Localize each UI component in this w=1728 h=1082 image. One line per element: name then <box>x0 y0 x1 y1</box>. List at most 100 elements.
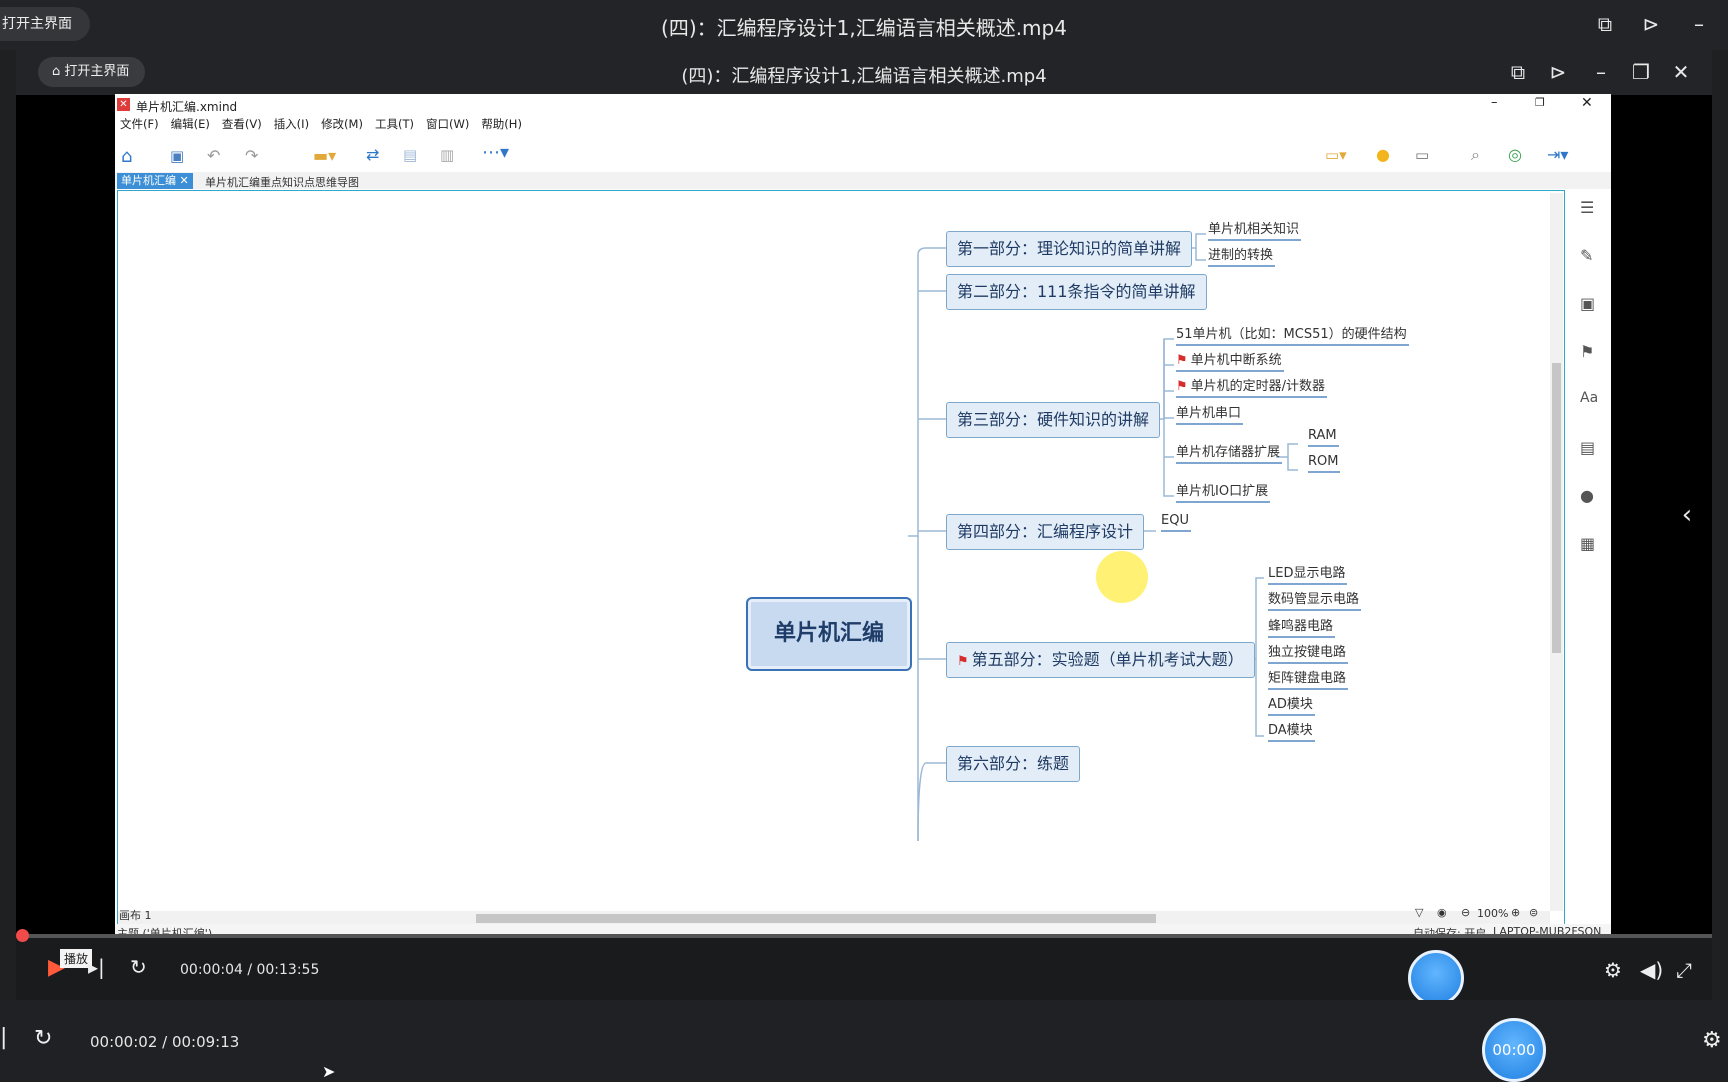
outline-view-icon[interactable]: ☰ <box>1580 198 1595 217</box>
menu-help[interactable]: 帮助(H) <box>481 117 522 131</box>
share-icon[interactable]: ◎ <box>1508 145 1522 164</box>
outer-home-button[interactable]: 打开主界面 <box>0 7 90 41</box>
inner-floating-button[interactable] <box>1408 950 1464 1006</box>
topic-part-5-label: 第五部分：实验题（单片机考试大题） <box>971 650 1244 669</box>
menu-file[interactable]: 文件(F) <box>120 117 159 131</box>
format-brush-icon[interactable]: ✎ <box>1580 246 1594 265</box>
play-tooltip: 播放 <box>60 949 93 968</box>
minimize-icon[interactable]: – <box>1694 12 1704 36</box>
menu-insert[interactable]: 插入(I) <box>273 117 310 131</box>
pin-icon[interactable]: ⊳ <box>1549 60 1567 84</box>
menu-tools[interactable]: 工具(T) <box>374 117 414 131</box>
subtopic[interactable]: AD模块 <box>1268 693 1315 716</box>
notes-icon[interactable]: ▤ <box>1580 438 1596 457</box>
menu-modify[interactable]: 修改(M) <box>321 117 363 131</box>
home-icon[interactable]: ⌂ <box>121 146 133 167</box>
loop-icon[interactable]: ↻ <box>130 955 147 979</box>
tab-sheet-2[interactable]: 单片机汇编重点知识点思维导图 <box>205 176 359 189</box>
horizontal-scrollbar[interactable] <box>118 911 1550 925</box>
subtopic[interactable]: 矩阵键盘电路 <box>1268 667 1349 690</box>
menu-view[interactable]: 查看(V) <box>221 117 262 131</box>
subtopic[interactable]: ROM <box>1308 454 1341 473</box>
subtopic[interactable]: 数码管显示电路 <box>1268 588 1362 611</box>
central-topic[interactable]: 单片机汇编 <box>746 597 912 671</box>
inner-progress-bar[interactable] <box>22 934 1712 938</box>
subtopic[interactable]: 进制的转换 <box>1208 244 1276 267</box>
topic-part-2[interactable]: 第二部分：111条指令的简单讲解 <box>946 274 1207 310</box>
volume-icon[interactable]: ◀) <box>1640 958 1664 982</box>
zoom-in-icon[interactable]: ⊕ <box>1511 906 1521 919</box>
subtopic[interactable]: EQU <box>1161 513 1191 532</box>
menu-edit[interactable]: 编辑(E) <box>170 117 210 131</box>
mindmap-canvas[interactable]: 单片机汇编 第一部分：理论知识的简单讲解 第二部分：111条指令的简单讲解 第三… <box>117 190 1565 927</box>
canvas-tab[interactable]: 画布 1 <box>119 909 152 922</box>
xmind-restore-icon[interactable]: ❐ <box>1535 96 1545 109</box>
red-flag-icon: ⚑ <box>1176 379 1188 394</box>
vertical-scrollbar-thumb[interactable] <box>1552 363 1561 653</box>
marker-flag-icon[interactable]: ⚑ <box>1580 342 1595 361</box>
summary-icon[interactable]: ▥ <box>440 146 455 164</box>
relationship-icon[interactable]: ⇄ <box>366 145 380 164</box>
topic-part-4[interactable]: 第四部分：汇编程序设计 <box>946 514 1145 550</box>
subtopic[interactable]: 51单片机（比如：MCS51）的硬件结构 <box>1176 323 1409 346</box>
next-icon[interactable]: ▸| <box>88 955 105 979</box>
settings-icon[interactable]: ⚙ <box>1702 1028 1722 1053</box>
fit-icon[interactable]: ⊜ <box>1529 906 1539 919</box>
pin-icon[interactable]: ⊳ <box>1642 12 1660 36</box>
topic-style-icon[interactable]: ▬▾ <box>313 146 337 165</box>
outline-icon[interactable]: ▭ <box>1415 146 1430 164</box>
inner-home-button[interactable]: ⌂ 打开主界面 <box>38 57 146 87</box>
comment-icon[interactable]: ● <box>1580 486 1594 505</box>
redo-icon[interactable]: ↷ <box>245 146 259 165</box>
subtopic[interactable]: 蜂鸣器电路 <box>1268 615 1336 638</box>
image-icon[interactable]: ▣ <box>1580 294 1596 313</box>
lightbulb-icon[interactable]: ● <box>1376 145 1390 164</box>
subtopic[interactable]: ⚑单片机的定时器/计数器 <box>1176 375 1328 398</box>
subtopic[interactable]: 单片机相关知识 <box>1208 218 1302 241</box>
subtopic[interactable]: RAM <box>1308 428 1339 447</box>
subtopic[interactable]: LED显示电路 <box>1268 562 1348 585</box>
subtopic[interactable]: ⚑单片机中断系统 <box>1176 349 1284 372</box>
fullscreen-icon[interactable]: ⤢ <box>1676 958 1692 982</box>
topic-part-5[interactable]: ⚑第五部分：实验题（单片机考试大题） <box>946 642 1255 678</box>
search-icon[interactable]: ⌕ <box>1471 145 1480 164</box>
restore-icon[interactable]: ❐ <box>1632 60 1650 84</box>
zoom-out-icon[interactable]: ⊖ <box>1461 906 1471 919</box>
outer-floating-timer[interactable]: 00:00 <box>1482 1018 1546 1082</box>
loop-icon[interactable]: ↻ <box>34 1026 53 1051</box>
picture-in-picture-icon[interactable]: ⧉ <box>1510 60 1526 84</box>
minimize-icon[interactable]: – <box>1596 60 1606 84</box>
subtopic[interactable]: DA模块 <box>1268 719 1315 742</box>
picture-in-picture-icon[interactable]: ⧉ <box>1597 12 1613 36</box>
task-icon[interactable]: ▦ <box>1580 534 1596 553</box>
settings-icon[interactable]: ⚙ <box>1604 958 1622 982</box>
side-panel-chevron-left-icon[interactable]: ‹ <box>1681 500 1693 530</box>
menu-window[interactable]: 窗口(W) <box>425 117 470 131</box>
text-style-icon[interactable]: Aa <box>1580 390 1599 406</box>
filter-icon[interactable]: ▽ <box>1415 906 1424 919</box>
inner-video-title: (四)：汇编程序设计1,汇编语言相关概述.mp4 <box>681 66 1047 87</box>
topic-part-1[interactable]: 第一部分：理论知识的简单讲解 <box>946 231 1193 267</box>
subtopic[interactable]: 单片机IO口扩展 <box>1176 480 1271 503</box>
boundary-icon[interactable]: ▤ <box>403 146 418 164</box>
export-icon[interactable]: ⇥▾ <box>1547 145 1569 164</box>
next-icon[interactable]: | <box>0 1025 8 1050</box>
subtopic[interactable]: 单片机串口 <box>1176 402 1244 425</box>
eye-icon[interactable]: ◉ <box>1437 906 1447 919</box>
presentation-icon[interactable]: ▭▾ <box>1325 146 1347 164</box>
subtopic[interactable]: 独立按键电路 <box>1268 641 1349 664</box>
subtopic[interactable]: 单片机存储器扩展 <box>1176 441 1283 464</box>
more-icon[interactable]: ⋯▾ <box>482 142 510 163</box>
save-icon[interactable]: ▣ <box>170 147 185 165</box>
inner-progress-handle[interactable] <box>16 929 29 942</box>
undo-icon[interactable]: ↶ <box>207 146 221 165</box>
horizontal-scrollbar-thumb[interactable] <box>476 914 1156 923</box>
topic-part-6[interactable]: 第六部分：练题 <box>946 746 1081 782</box>
xmind-close-icon[interactable]: ✕ <box>1581 95 1593 111</box>
tab-sheet-1[interactable]: 单片机汇编 ✕ <box>117 173 193 189</box>
xmind-minimize-icon[interactable]: – <box>1491 95 1498 110</box>
close-icon[interactable]: ✕ <box>1672 60 1690 84</box>
vertical-scrollbar[interactable] <box>1550 193 1563 911</box>
inner-time-display: 00:00:04 / 00:13:55 <box>180 962 320 978</box>
topic-part-3[interactable]: 第三部分：硬件知识的讲解 <box>946 402 1161 438</box>
